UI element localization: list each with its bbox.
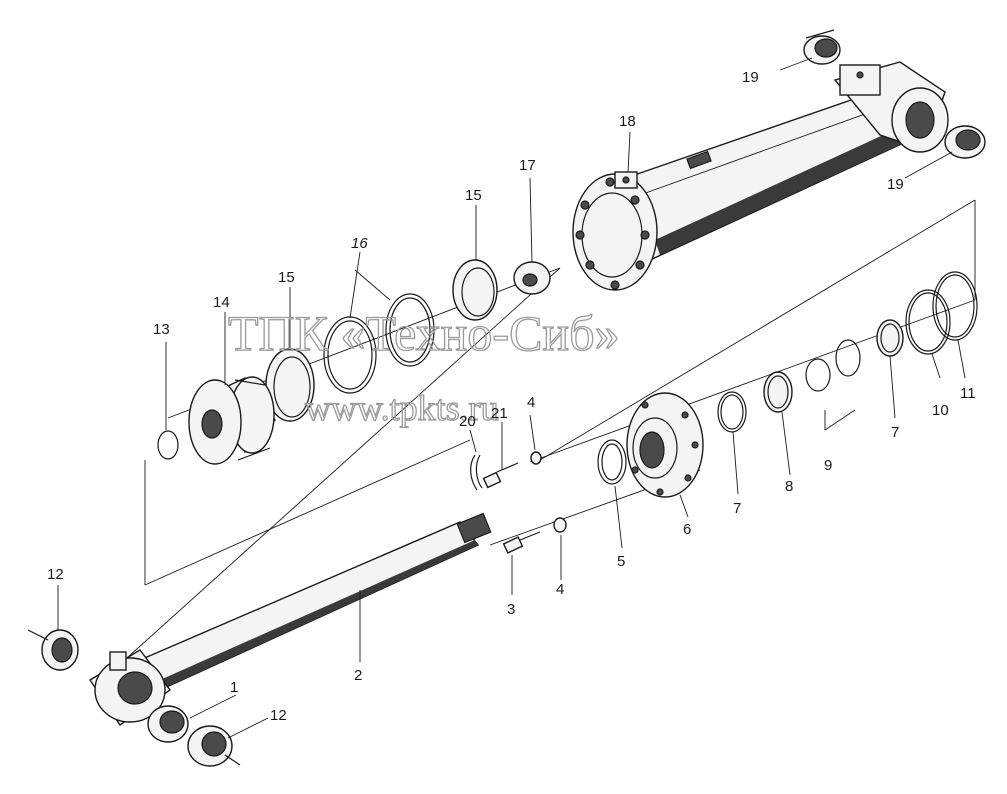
- label-19-top: 19: [742, 69, 759, 86]
- label-19-right: 19: [887, 176, 904, 193]
- label-10: 10: [932, 402, 949, 419]
- watermark-url: www.tpkts.ru: [305, 388, 499, 428]
- piston: [188, 376, 276, 465]
- bolt-3: [502, 531, 541, 554]
- bearing-12-upper: [27, 629, 79, 671]
- cylinder-rear-eye: [833, 61, 949, 153]
- ring-8: [763, 371, 793, 413]
- label-11: 11: [960, 385, 976, 402]
- rod-eye: [89, 649, 171, 726]
- label-8: 8: [785, 478, 793, 495]
- label-14: 14: [213, 294, 230, 311]
- ring-7-right: [876, 319, 904, 357]
- flange-bolt-holes: [575, 177, 650, 290]
- watermark-company: ТПК «Техно-Сиб»: [228, 305, 620, 361]
- ring-13: [157, 430, 179, 460]
- gland-bolt-holes: [631, 401, 699, 496]
- castle-nut: [513, 261, 551, 295]
- washer-4-upper: [530, 451, 542, 465]
- label-15-lower: 15: [278, 269, 295, 286]
- ring-11: [932, 271, 978, 341]
- ring-10: [905, 289, 951, 355]
- bearing-12-lower: [187, 725, 241, 767]
- bolt-21: [482, 462, 519, 489]
- ring-7-left: [717, 391, 747, 433]
- label-7-right: 7: [891, 424, 899, 441]
- watermark: ТПК «Техно-Сиб» www.tpkts.ru: [227, 304, 620, 428]
- label-18: 18: [619, 113, 636, 130]
- seal-5: [597, 439, 627, 485]
- label-4-lower: 4: [556, 581, 564, 598]
- label-9: 9: [824, 457, 832, 474]
- label-2: 2: [354, 667, 362, 684]
- ring-9-b: [835, 339, 861, 377]
- bearing-1: [147, 705, 189, 743]
- label-12-lower: 12: [270, 707, 287, 724]
- leader-lines: [57, 57, 966, 739]
- washer-4-lower: [553, 517, 567, 533]
- bearing-19-right: [944, 125, 986, 159]
- label-6: 6: [683, 521, 691, 538]
- label-15-upper: 15: [465, 187, 482, 204]
- label-12-upper: 12: [47, 566, 64, 583]
- label-3: 3: [507, 601, 515, 618]
- gland-flange: [626, 392, 704, 498]
- ring-9-a: [805, 358, 831, 392]
- o-ring-16-right: [385, 293, 435, 367]
- cotter-pin-20: [470, 454, 483, 491]
- part-labels: 1 2 3 4 4 5 6 7 7 8 9 10 11 12 12 13 14 …: [47, 69, 976, 724]
- label-16: 16: [351, 235, 368, 252]
- label-17: 17: [519, 157, 536, 174]
- label-4-upper: 4: [527, 394, 535, 411]
- ring-15-upper: [452, 259, 498, 321]
- piston-rod: [89, 512, 492, 726]
- label-1: 1: [230, 679, 238, 696]
- label-7-left: 7: [733, 500, 741, 517]
- label-5: 5: [617, 553, 625, 570]
- label-20: 20: [459, 413, 476, 430]
- label-21: 21: [491, 405, 508, 422]
- bearing-19-top: [803, 29, 841, 65]
- cylinder-body: [572, 61, 949, 291]
- label-13: 13: [153, 321, 170, 338]
